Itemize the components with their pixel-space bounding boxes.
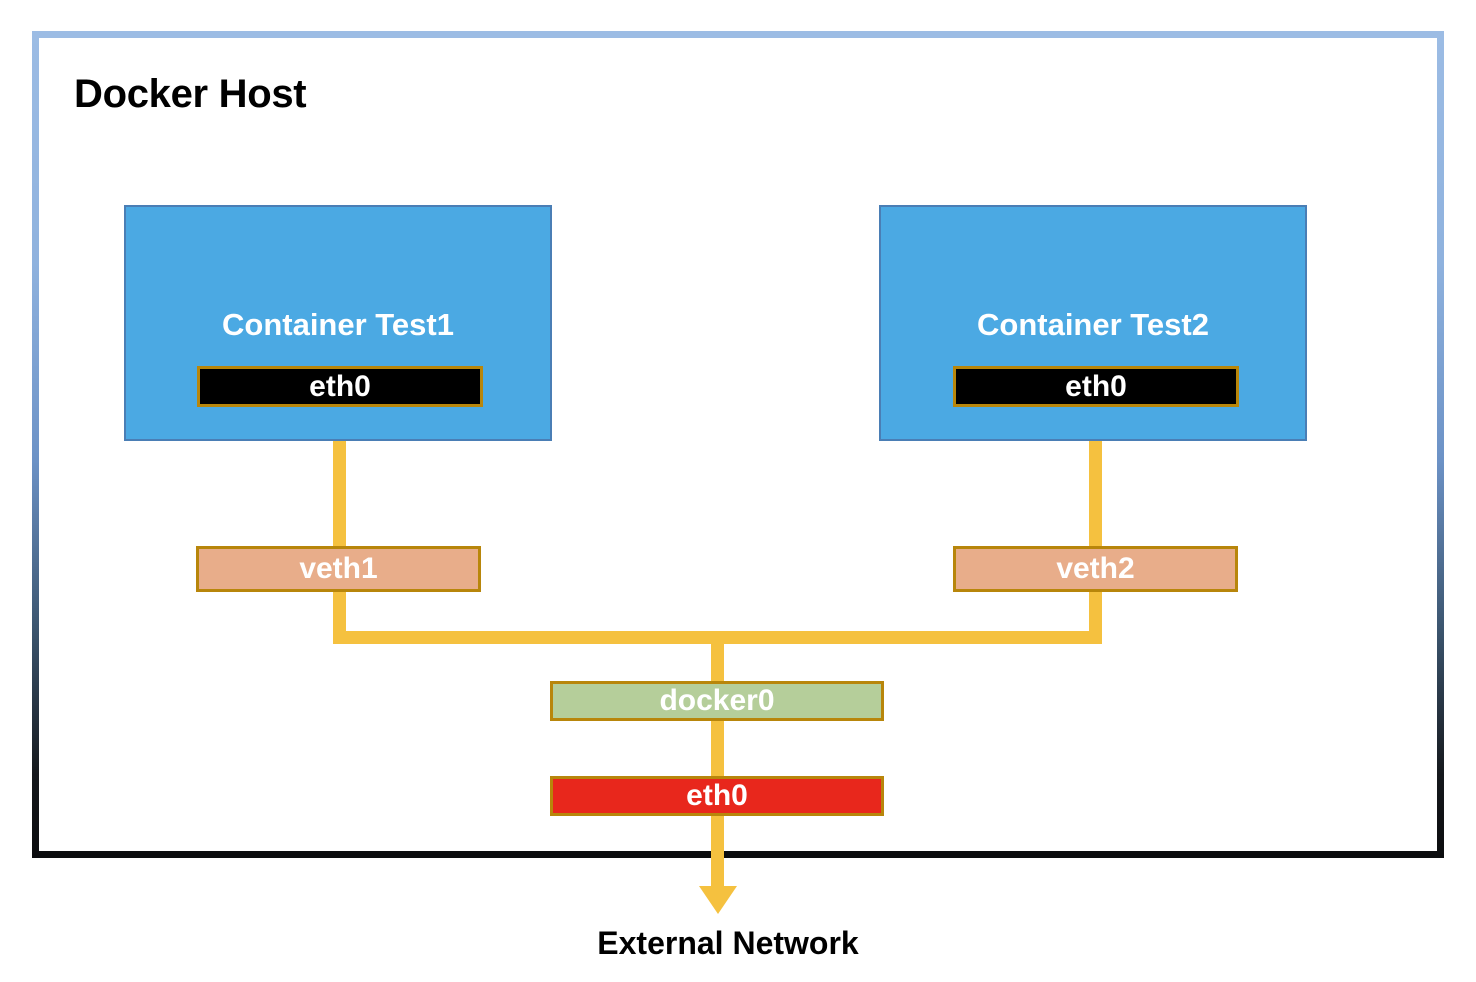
- wire-veth2-to-bus: [1089, 586, 1102, 644]
- veth2-label: veth2: [1056, 552, 1135, 585]
- container-label-test1: Container Test1: [222, 307, 454, 342]
- wire-docker0-to-host-eth0: [711, 712, 724, 788]
- container2-eth0-node[interactable]: eth0: [953, 366, 1239, 407]
- wire-host-eth0-to-external: [711, 808, 724, 890]
- veth1-node[interactable]: veth1: [196, 546, 481, 592]
- docker-host-frame: [32, 31, 1444, 858]
- docker-host-title: Docker Host: [74, 72, 307, 116]
- wire-veth1-to-bus: [333, 586, 346, 644]
- container1-eth0-node[interactable]: eth0: [197, 366, 483, 407]
- docker0-label: docker0: [659, 684, 775, 717]
- container2-eth0-label: eth0: [1065, 369, 1127, 403]
- docker0-bridge-node[interactable]: docker0: [550, 681, 884, 721]
- external-network-label-wrap: External Network: [0, 925, 1476, 962]
- container1-eth0-label: eth0: [309, 369, 371, 403]
- wire-bus-to-docker0: [711, 631, 724, 691]
- external-network-arrowhead: [699, 886, 737, 914]
- host-eth0-node[interactable]: eth0: [550, 776, 884, 816]
- veth1-label: veth1: [299, 552, 378, 585]
- veth2-node[interactable]: veth2: [953, 546, 1238, 592]
- external-network-label: External Network: [597, 925, 859, 961]
- container-label-test2: Container Test2: [977, 307, 1209, 342]
- host-eth0-label: eth0: [686, 779, 748, 812]
